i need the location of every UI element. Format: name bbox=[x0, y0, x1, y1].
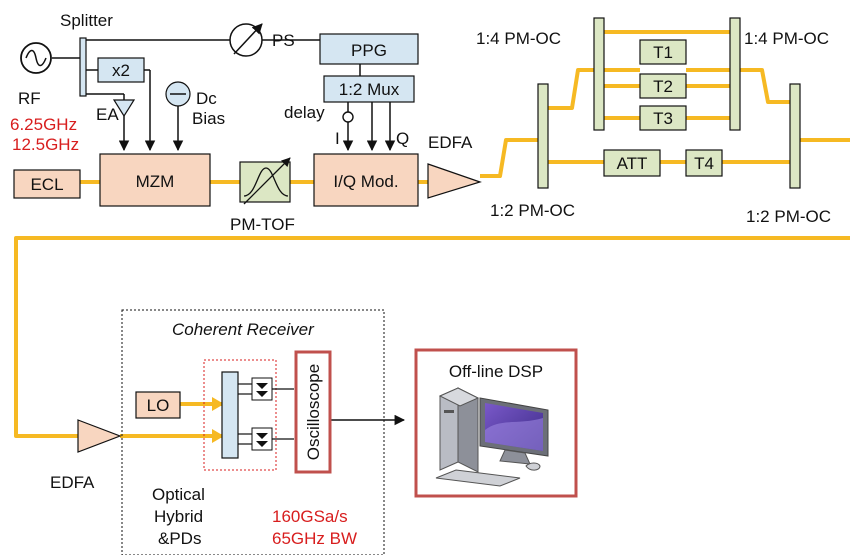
edfa-2-label: EDFA bbox=[50, 473, 95, 492]
oscilloscope-label: Oscilloscope bbox=[304, 364, 323, 460]
computer-icon bbox=[435, 387, 549, 487]
lo-label: LO bbox=[147, 396, 170, 415]
t2-label: T2 bbox=[653, 77, 673, 96]
ecl-block bbox=[13, 169, 81, 199]
iq-mod-block bbox=[313, 153, 419, 207]
t4-block bbox=[685, 149, 723, 177]
hybrid-pd-frame bbox=[203, 359, 277, 471]
oc-12-right-bar bbox=[789, 83, 801, 189]
mux-label: 1:2 Mux bbox=[339, 80, 400, 99]
hybrid-label-2: Hybrid bbox=[154, 507, 203, 526]
rf-freq-1: 6.25GHz bbox=[10, 115, 77, 134]
lo-block bbox=[135, 391, 181, 419]
x2-multiplier bbox=[97, 57, 145, 83]
ppg-label: PPG bbox=[351, 41, 387, 60]
splitter-label: Splitter bbox=[60, 11, 113, 30]
t2-block bbox=[639, 73, 687, 99]
fiber-paths bbox=[14, 30, 850, 438]
edfa-2-amplifier bbox=[77, 419, 122, 453]
i-label: I bbox=[335, 129, 340, 148]
oc-14-left-label: 1:4 PM-OC bbox=[476, 29, 561, 48]
rf-source bbox=[20, 42, 52, 74]
oc-14-left-bar bbox=[593, 17, 605, 131]
dsp-label: Off-line DSP bbox=[449, 362, 543, 381]
hybrid-arrowhead bbox=[212, 429, 224, 443]
mux-block bbox=[323, 75, 415, 103]
mzm-block bbox=[99, 153, 211, 207]
oc-12-left-bar bbox=[537, 83, 549, 189]
optical-hybrid-block bbox=[221, 371, 239, 459]
t3-label: T3 bbox=[653, 109, 673, 128]
osc-spec-1: 160GSa/s bbox=[272, 507, 348, 526]
lo-arrowhead bbox=[212, 397, 224, 411]
hybrid-label-1: Optical bbox=[152, 485, 205, 504]
t1-block bbox=[639, 39, 687, 65]
splitter-block bbox=[79, 37, 87, 97]
iq-mod-label: I/Q Mod. bbox=[333, 172, 398, 191]
dc-bias-source bbox=[165, 81, 191, 107]
edfa-1-label: EDFA bbox=[428, 133, 473, 152]
dc-label: Dc bbox=[196, 89, 217, 108]
ps-label: PS bbox=[272, 31, 295, 50]
coherent-receiver-label: Coherent Receiver bbox=[172, 320, 315, 339]
rf-freq-2: 12.5GHz bbox=[12, 135, 79, 154]
oc-12-right-label: 1:2 PM-OC bbox=[746, 207, 831, 226]
t4-label: T4 bbox=[694, 154, 714, 173]
ea-amplifier bbox=[112, 99, 136, 118]
bias-label: Bias bbox=[192, 109, 225, 128]
ea-label: EA bbox=[96, 105, 119, 124]
rf-label: RF bbox=[18, 89, 41, 108]
edfa-1-amplifier bbox=[427, 163, 482, 199]
q-label: Q bbox=[396, 129, 409, 148]
delay-icon bbox=[342, 111, 354, 123]
oc-14-right-label: 1:4 PM-OC bbox=[744, 29, 829, 48]
photodiode-pair-top bbox=[251, 377, 273, 401]
pm-tof-label: PM-TOF bbox=[230, 215, 295, 234]
att-label: ATT bbox=[617, 154, 648, 173]
mzm-label: MZM bbox=[136, 172, 175, 191]
phase-shifter bbox=[229, 23, 263, 57]
photodiode-pair-bottom bbox=[251, 427, 273, 451]
hybrid-to-pd-lines bbox=[238, 383, 294, 445]
ecl-label: ECL bbox=[30, 175, 63, 194]
osc-spec-2: 65GHz BW bbox=[272, 529, 357, 548]
electrical-lines bbox=[52, 39, 406, 426]
delay-label: delay bbox=[284, 103, 325, 122]
t1-label: T1 bbox=[653, 43, 673, 62]
att-block bbox=[603, 149, 661, 177]
oscilloscope-block bbox=[294, 350, 332, 474]
x2-label: x2 bbox=[112, 61, 130, 80]
coherent-receiver-frame bbox=[121, 309, 385, 555]
oc-14-right-bar bbox=[729, 17, 741, 131]
oc-12-left-label: 1:2 PM-OC bbox=[490, 201, 575, 220]
hybrid-label-3: &PDs bbox=[158, 529, 201, 548]
t3-block bbox=[639, 105, 687, 131]
pm-tof-filter bbox=[239, 157, 291, 205]
ppg-block bbox=[319, 33, 419, 65]
